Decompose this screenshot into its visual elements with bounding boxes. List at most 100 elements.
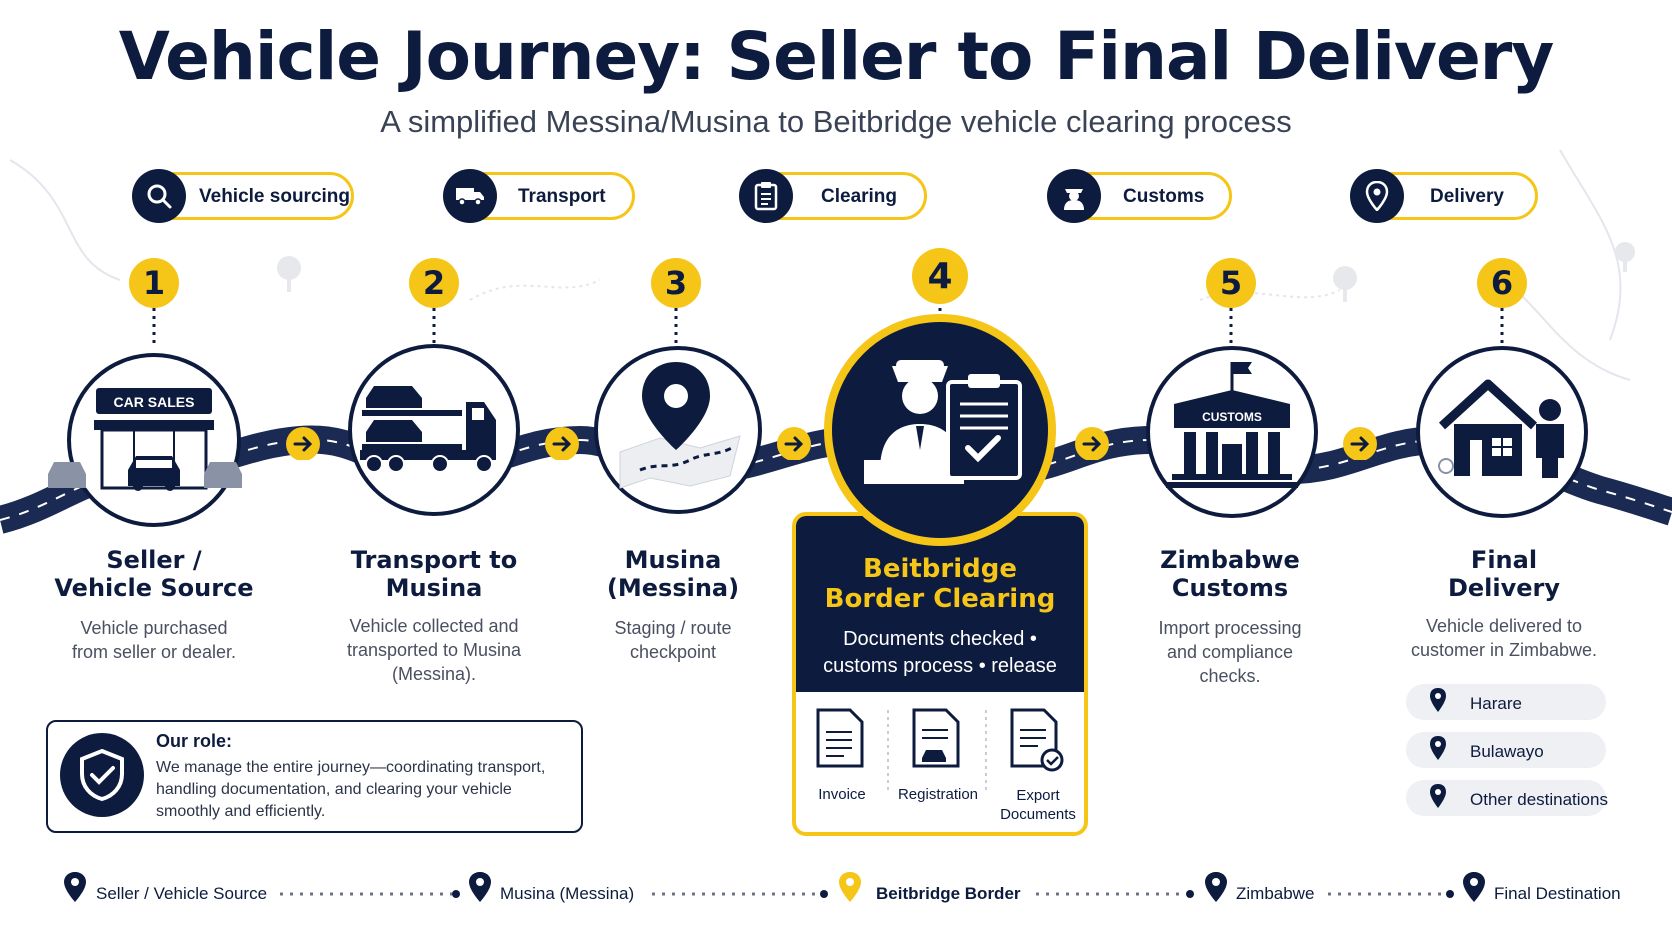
title-line: Border Clearing (824, 584, 1056, 614)
step-6-description: Vehicle delivered to customer in Zimbabw… (1384, 614, 1624, 662)
desc-line: Vehicle delivered to (1425, 616, 1583, 636)
document-label-invoice: Invoice (818, 786, 866, 803)
doc-label-line: Documents (1000, 806, 1076, 823)
step-4-description: Documents checked • customs process • re… (796, 626, 1084, 680)
title-line: Musina (624, 546, 722, 574)
doc-label-line: Export (1016, 787, 1060, 804)
category-label: Vehicle sourcing (199, 186, 350, 207)
title-line: Seller / (106, 546, 202, 574)
invoice-document-icon (816, 708, 864, 768)
step-4-number: 4 (912, 248, 968, 304)
location-pin-icon (64, 872, 86, 902)
title-line: Zimbabwe (1160, 546, 1300, 574)
desc-line: Vehicle collected and (349, 616, 519, 636)
location-pin-icon (1430, 784, 1446, 808)
route-stop-zimbabwe: Zimbabwe (1236, 884, 1315, 903)
arrow-right-icon (286, 427, 320, 460)
arrow-right-icon (545, 427, 579, 460)
registration-document-icon (912, 708, 960, 768)
search-icon (132, 169, 186, 223)
arrow-right-icon (1075, 427, 1109, 460)
step-5-description: Import processing and compliance checks. (1110, 616, 1350, 688)
title-line: Delivery (1447, 574, 1561, 602)
location-pin-icon (1430, 688, 1446, 712)
role-line: We manage the entire journey—coordinatin… (156, 759, 546, 776)
title-line: Final (1470, 546, 1538, 574)
category-label: Clearing (821, 186, 898, 207)
step-3-number: 3 (651, 258, 701, 308)
document-icons (816, 708, 1064, 790)
route-stop-beitbridge: Beitbridge Border (876, 884, 1021, 903)
step-1-description: Vehicle purchased from seller or dealer. (34, 616, 274, 664)
location-pin-icon (1205, 872, 1227, 902)
arrow-right-icon (777, 427, 811, 460)
our-role-heading: Our role: (156, 731, 233, 751)
location-pin-icon (839, 872, 861, 902)
desc-line: transported to Musina (346, 640, 522, 660)
car-sales-illustration: CAR SALES (48, 353, 242, 527)
step-5-title: Zimbabwe Customs (1110, 546, 1350, 602)
step-2-description: Vehicle collected and transported to Mus… (314, 614, 554, 686)
border-officer-illustration (824, 314, 1056, 546)
location-pin-icon (469, 872, 491, 902)
desc-line: (Messina). (391, 664, 476, 684)
clipboard-icon (739, 169, 793, 223)
location-pin-icon (1350, 169, 1404, 223)
desc-line: checks. (1199, 666, 1261, 686)
step-3-description: Staging / route checkpoint (563, 616, 783, 664)
page-title: Vehicle Journey: Seller to Final Deliver… (118, 18, 1555, 95)
step-2-title: Transport to Musina (314, 546, 554, 602)
page-subtitle: A simplified Messina/Musina to Beitbridg… (380, 104, 1292, 139)
route-bar-lines (64, 872, 1485, 902)
customs-building-illustration: CUSTOMS (1146, 346, 1318, 518)
location-map-illustration (594, 346, 762, 514)
title-line: Transport to (350, 546, 518, 574)
step-5-number: 5 (1206, 258, 1256, 308)
category-label: Delivery (1430, 186, 1504, 207)
desc-line: and compliance (1166, 642, 1294, 662)
document-label-registration: Registration (897, 786, 979, 803)
destination-label: Harare (1470, 694, 1522, 713)
desc-line: Import processing (1158, 618, 1302, 638)
shield-check-icon (60, 733, 144, 817)
export-document-check-icon (1010, 708, 1064, 772)
route-stop-musina: Musina (Messina) (500, 884, 635, 903)
step-3-title: Musina (Messina) (563, 546, 783, 602)
route-stop-seller: Seller / Vehicle Source (96, 884, 268, 903)
desc-line: Vehicle purchased (80, 618, 228, 638)
role-line: handling documentation, and clearing you… (156, 781, 512, 798)
desc-line: from seller or dealer. (71, 642, 237, 662)
category-label: Customs (1123, 186, 1205, 207)
step-1-number: 1 (129, 258, 179, 308)
desc-line: Documents checked • (843, 628, 1037, 650)
officer-icon (1047, 169, 1101, 223)
document-label-export: Export Documents (990, 786, 1086, 824)
house-delivery-illustration (1416, 346, 1588, 518)
car-sales-sign-text: CAR SALES (114, 394, 195, 410)
desc-line: Staging / route (614, 618, 732, 638)
destination-pins (1430, 688, 1446, 808)
desc-line: checkpoint (629, 642, 717, 662)
truck-icon (443, 169, 497, 223)
step-6-number: 6 (1477, 258, 1527, 308)
step-2-number: 2 (409, 258, 459, 308)
arrow-right-icon (1343, 427, 1377, 460)
our-role-text: We manage the entire journey—coordinatin… (156, 757, 545, 823)
step-4-title: Beitbridge Border Clearing (796, 554, 1084, 614)
desc-line: customer in Zimbabwe. (1410, 640, 1598, 660)
role-line: smoothly and efficiently. (156, 803, 326, 820)
title-line: Vehicle Source (54, 574, 254, 602)
route-stop-final: Final Destination (1494, 884, 1621, 903)
title-line: (Messina) (606, 574, 740, 602)
location-pin-icon (1430, 736, 1446, 760)
car-carrier-illustration (348, 344, 520, 516)
step-1-title: Seller / Vehicle Source (34, 546, 274, 602)
location-pin-icon (1463, 872, 1485, 902)
step-6-title: Final Delivery (1384, 546, 1624, 602)
destination-label: Bulawayo (1470, 742, 1544, 761)
title-line: Beitbridge (863, 554, 1017, 584)
road-arrows (286, 427, 1377, 460)
category-label: Transport (518, 186, 606, 207)
title-line: Musina (385, 574, 483, 602)
